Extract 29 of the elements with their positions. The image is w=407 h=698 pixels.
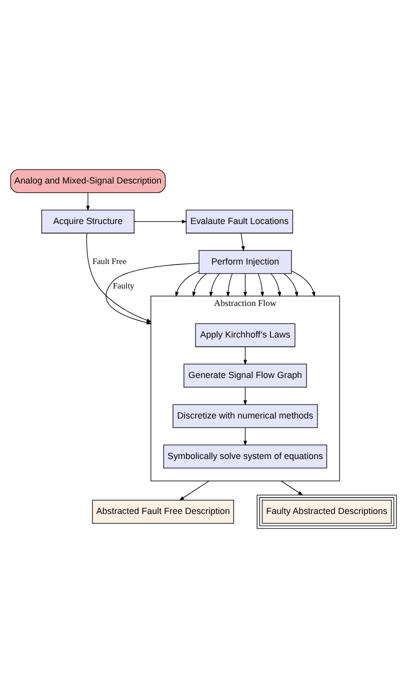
- arrow: [192, 273, 207, 297]
- arrow: [280, 480, 304, 496]
- node-box: Faulty Abstracted Descriptions: [256, 494, 397, 529]
- arrow: [134, 220, 188, 224]
- arrow: [175, 270, 200, 297]
- arrow: [209, 273, 220, 297]
- node-box: Symbolically solve system of equations: [163, 444, 328, 468]
- arrow: [243, 387, 248, 406]
- arrow: [106, 262, 200, 324]
- node-box: Generate Signal Flow Graph: [184, 364, 307, 388]
- arrow: [86, 192, 90, 211]
- node-box: Perform Injection: [198, 250, 292, 274]
- arrow: [243, 273, 248, 297]
- arrow: [243, 346, 248, 365]
- arrow: [258, 273, 264, 297]
- arrow: [284, 273, 298, 297]
- arrow: [291, 270, 316, 297]
- arrow: [86, 232, 152, 322]
- node-box: Abstracted Fault Free Description: [92, 500, 234, 524]
- node-box: Evalaute Fault Locations: [186, 210, 294, 234]
- node-box: Analog and Mixed-Signal Description: [10, 169, 166, 193]
- node-box: Apply Kirchhoff’s Laws: [195, 323, 296, 348]
- arrow: [226, 273, 233, 297]
- node-box: Discretize with numerical methods: [172, 404, 318, 428]
- arrow: [270, 273, 282, 297]
- arrow: [243, 428, 248, 446]
- node-box: Acquire Structure: [41, 210, 134, 234]
- arrow: [240, 233, 245, 252]
- arrow: [179, 480, 210, 501]
